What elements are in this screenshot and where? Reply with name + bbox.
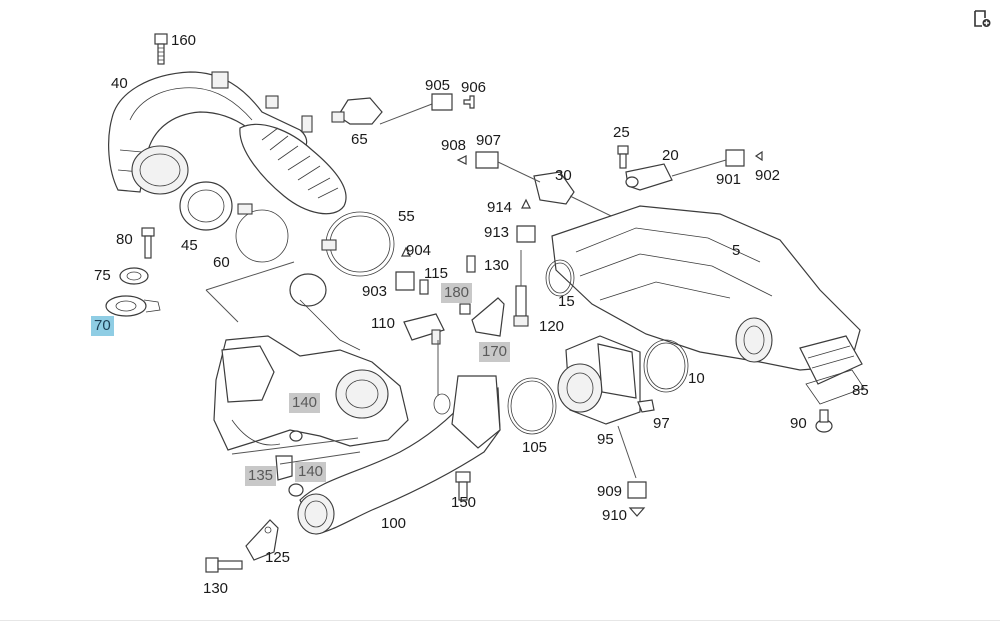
- callout-170[interactable]: 170: [479, 342, 511, 362]
- callout-65[interactable]: 65: [351, 131, 368, 148]
- connector-909-drawing: [627, 481, 647, 517]
- callout-85[interactable]: 85: [852, 382, 869, 399]
- add-to-list-icon[interactable]: [972, 9, 992, 29]
- callout-906[interactable]: 906: [461, 79, 487, 96]
- intake-manifold-drawing: [551, 205, 863, 385]
- callout-910[interactable]: 910: [602, 507, 628, 524]
- gaskets-10-105-drawing: [507, 339, 689, 435]
- callout-10[interactable]: 10: [688, 370, 705, 387]
- callout-105[interactable]: 105: [522, 439, 548, 456]
- callout-140-lower[interactable]: 140: [295, 462, 327, 482]
- callout-95[interactable]: 95: [597, 431, 614, 448]
- callout-15[interactable]: 15: [558, 293, 575, 310]
- callout-90[interactable]: 90: [790, 415, 807, 432]
- callout-908[interactable]: 908: [441, 137, 467, 154]
- callout-100[interactable]: 100: [381, 515, 407, 532]
- callout-902[interactable]: 902: [755, 167, 781, 184]
- callout-905[interactable]: 905: [425, 77, 451, 94]
- callout-130-top[interactable]: 130: [484, 257, 510, 274]
- callout-901[interactable]: 901: [716, 171, 742, 188]
- callout-903[interactable]: 903: [362, 283, 388, 300]
- callout-130-bottom[interactable]: 130: [203, 580, 229, 597]
- callout-150[interactable]: 150: [451, 494, 477, 511]
- callout-180[interactable]: 180: [441, 283, 473, 303]
- bolt-80-washers-drawing: [105, 227, 161, 317]
- callout-110[interactable]: 110: [371, 315, 395, 332]
- callout-160[interactable]: 160: [171, 32, 197, 49]
- bolt-160-drawing: [154, 33, 168, 65]
- callout-97[interactable]: 97: [653, 415, 670, 432]
- callout-907[interactable]: 907: [476, 132, 502, 149]
- gasket-15-drawing: [545, 259, 575, 297]
- callout-120[interactable]: 120: [539, 318, 565, 335]
- air-intake-pipe-drawing: [108, 71, 313, 195]
- sensor-120-drawing: [513, 250, 529, 327]
- callout-909[interactable]: 909: [597, 483, 623, 500]
- gasket-85-bolt-90-drawing: [805, 369, 865, 433]
- connectors-913-903-drawing: [395, 198, 536, 295]
- callout-40[interactable]: 40: [111, 75, 128, 92]
- callout-904[interactable]: 904: [406, 242, 432, 259]
- callout-140-upper[interactable]: 140: [289, 393, 321, 413]
- footer-divider: [0, 620, 1000, 621]
- callout-20[interactable]: 20: [662, 147, 679, 164]
- callout-5[interactable]: 5: [732, 242, 741, 259]
- callout-135[interactable]: 135: [245, 466, 277, 486]
- callout-115[interactable]: 115: [424, 265, 448, 282]
- throttle-body-drawing: [557, 335, 655, 479]
- callout-30[interactable]: 30: [555, 167, 572, 184]
- callout-80[interactable]: 80: [116, 231, 133, 248]
- pipe-100-drawing: [297, 375, 501, 535]
- callout-75[interactable]: 75: [94, 267, 111, 284]
- sensor-20-drawing: [617, 145, 763, 191]
- callout-914[interactable]: 914: [487, 199, 513, 216]
- corrugated-hose-drawing: [239, 123, 347, 215]
- callout-125[interactable]: 125: [265, 549, 291, 566]
- hose-clamps-drawing: [179, 181, 395, 277]
- callout-60[interactable]: 60: [213, 254, 230, 271]
- callout-25[interactable]: 25: [613, 124, 630, 141]
- callout-45[interactable]: 45: [181, 237, 198, 254]
- sensor-65-drawing: [331, 97, 433, 125]
- lower-fasteners-drawing: [205, 430, 471, 573]
- callout-55[interactable]: 55: [398, 208, 415, 225]
- sensor-110-drawing: [403, 313, 445, 396]
- bracket-170-drawing: [459, 297, 505, 337]
- connector-905-drawing: [431, 93, 475, 111]
- callout-913[interactable]: 913: [484, 224, 510, 241]
- callout-70[interactable]: 70: [91, 316, 114, 336]
